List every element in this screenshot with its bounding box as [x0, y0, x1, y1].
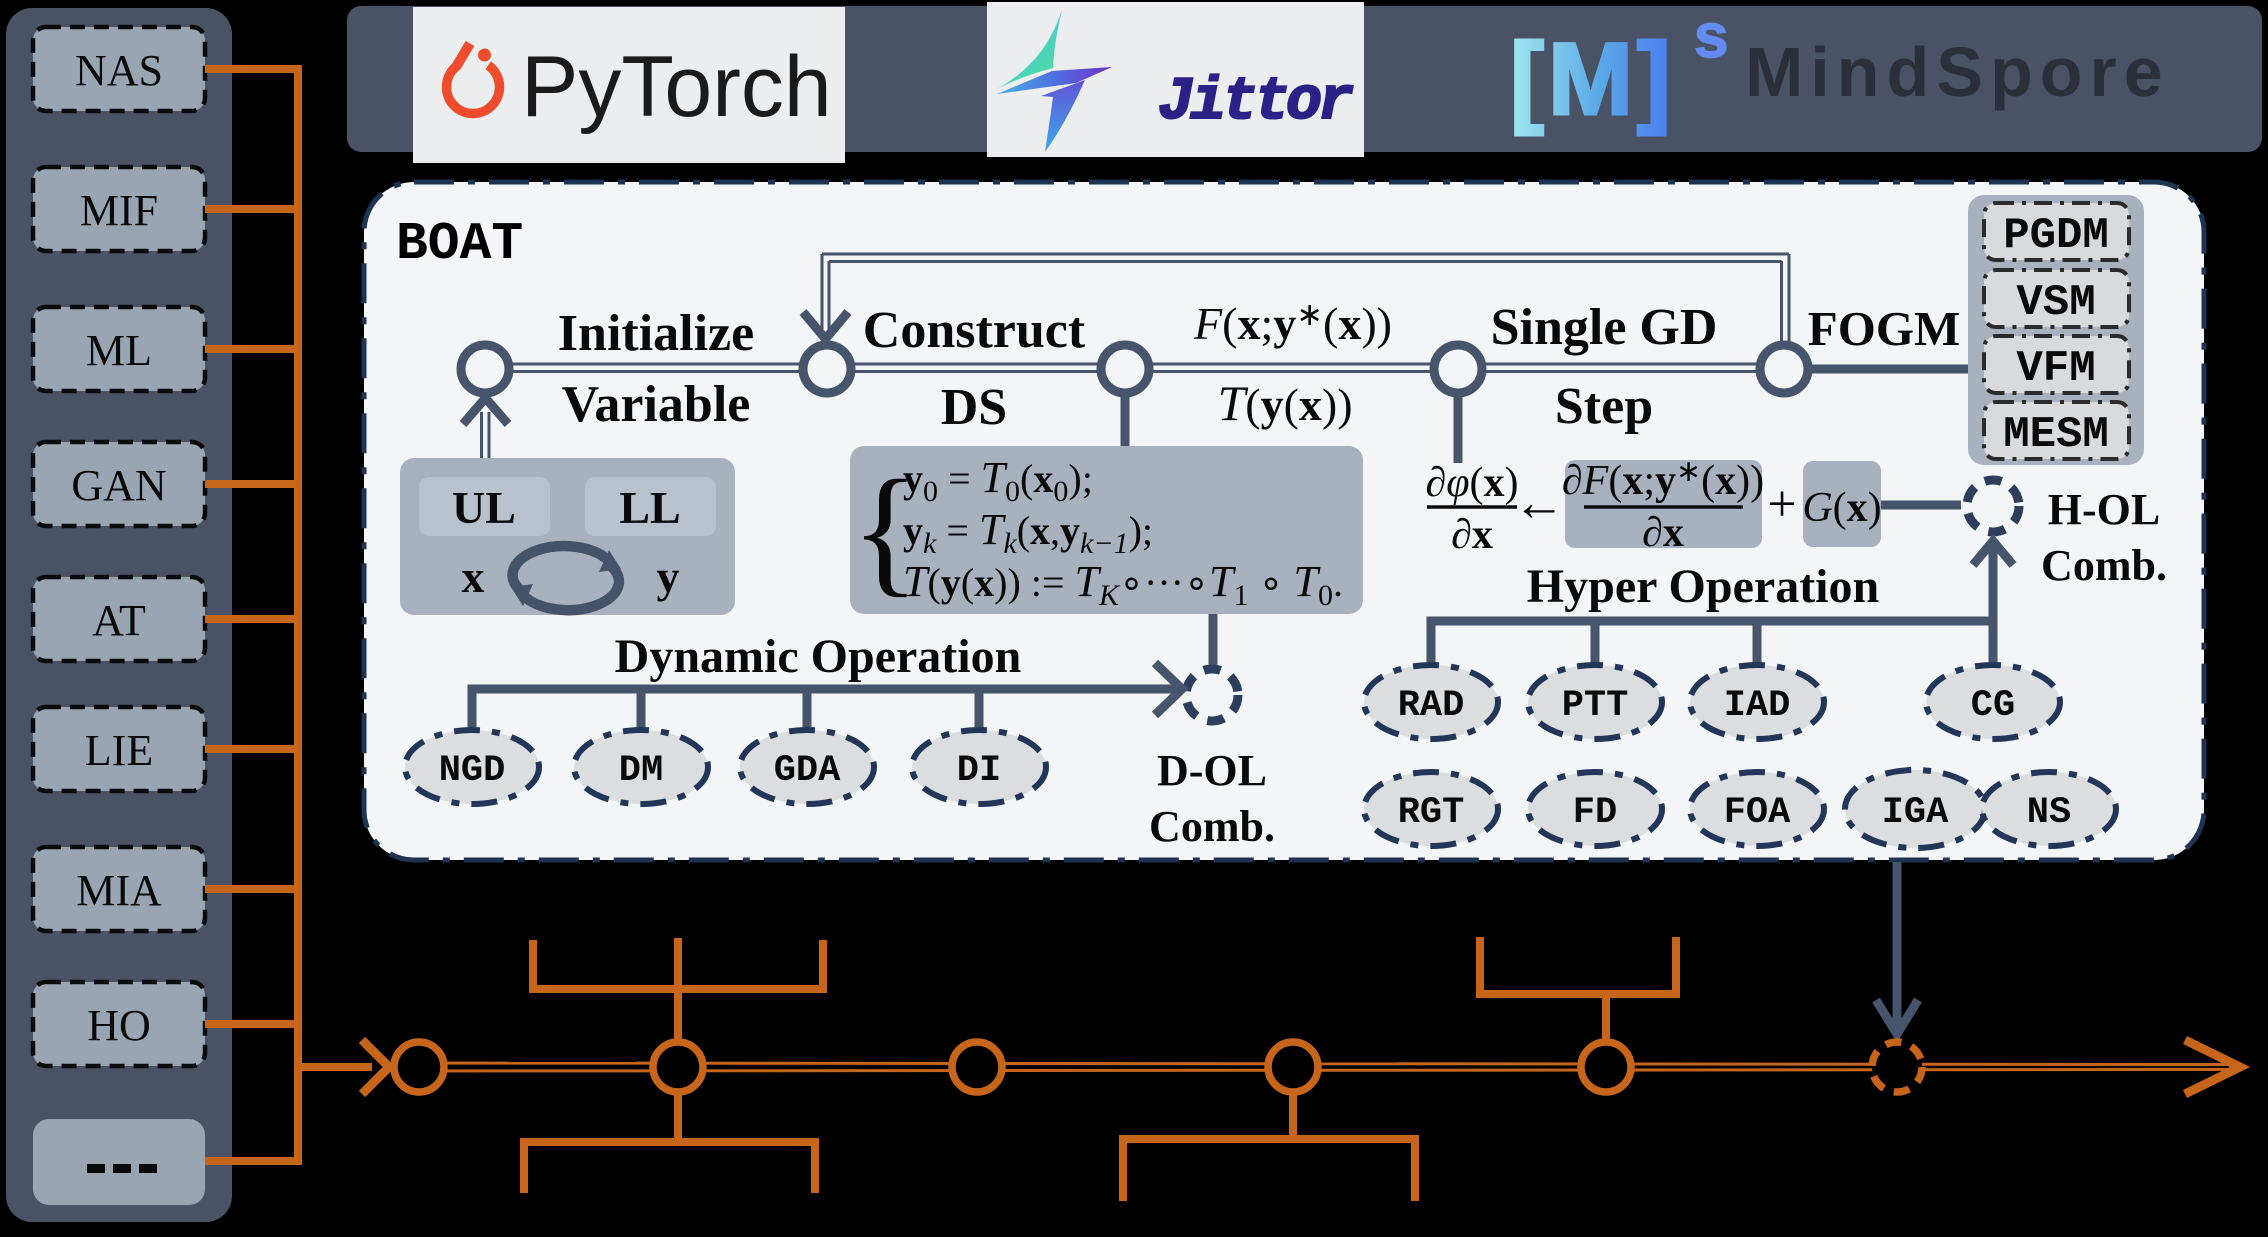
- svg-text:←: ←: [1513, 475, 1565, 532]
- svg-text:VFM: VFM: [2016, 344, 2095, 394]
- svg-text:LL: LL: [619, 482, 680, 533]
- svg-text:Variable: Variable: [562, 376, 751, 433]
- svg-text:AT: AT: [92, 596, 146, 645]
- svg-text:ML: ML: [86, 326, 152, 375]
- svg-text:BOAT: BOAT: [396, 214, 523, 274]
- svg-text:D-OL: D-OL: [1157, 746, 1267, 795]
- svg-text:GAN: GAN: [71, 461, 166, 510]
- svg-text:T(y(x)) := TK∘···∘T1 ∘ T0.: T(y(x)) := TK∘···∘T1 ∘ T0.: [903, 557, 1343, 612]
- svg-text:NS: NS: [2027, 792, 2071, 834]
- svg-text:GDA: GDA: [774, 750, 841, 792]
- svg-text:x: x: [462, 551, 485, 602]
- svg-text:Comb.: Comb.: [1149, 802, 1275, 851]
- svg-text:FD: FD: [1573, 792, 1617, 834]
- svg-text:MESM: MESM: [2003, 410, 2109, 460]
- svg-text:VSM: VSM: [2016, 278, 2095, 328]
- svg-text:Construct: Construct: [863, 302, 1086, 359]
- svg-text:NGD: NGD: [439, 750, 506, 792]
- svg-text:∂x: ∂x: [1642, 510, 1684, 556]
- svg-text:s: s: [1694, 2, 1728, 71]
- svg-text:+: +: [1767, 476, 1796, 533]
- svg-text:y: y: [657, 551, 680, 602]
- svg-text:DS: DS: [941, 379, 1007, 436]
- svg-text:DM: DM: [619, 750, 663, 792]
- svg-text:DI: DI: [957, 750, 1001, 792]
- svg-text:PyTorch: PyTorch: [521, 39, 832, 135]
- svg-text:Step: Step: [1555, 378, 1653, 435]
- svg-text:Initialize: Initialize: [558, 305, 754, 362]
- svg-text:PTT: PTT: [1562, 685, 1629, 727]
- svg-text:T(y(x)): T(y(x)): [1217, 375, 1352, 431]
- svg-text:NAS: NAS: [75, 46, 163, 95]
- svg-text:RAD: RAD: [1398, 685, 1465, 727]
- svg-text:MindSpore: MindSpore: [1745, 33, 2170, 111]
- svg-text:MIF: MIF: [80, 186, 158, 235]
- svg-text:IGA: IGA: [1882, 792, 1949, 834]
- svg-text:PGDM: PGDM: [2003, 211, 2109, 261]
- svg-text:∂φ(x): ∂φ(x): [1426, 460, 1519, 506]
- svg-text:[M]: [M]: [1510, 22, 1675, 136]
- svg-text:Hyper Operation: Hyper Operation: [1527, 560, 1879, 613]
- svg-text:FOGM: FOGM: [1808, 301, 1960, 356]
- svg-text:FOA: FOA: [1724, 792, 1791, 834]
- svg-text:yk = Tk(x,yk−1);: yk = Tk(x,yk−1);: [903, 505, 1153, 560]
- svg-text:y0 = T0(x0);: y0 = T0(x0);: [903, 453, 1093, 508]
- svg-text:IAD: IAD: [1724, 685, 1791, 727]
- svg-text:CG: CG: [1971, 685, 2015, 727]
- svg-text:LIE: LIE: [85, 726, 153, 775]
- svg-text:Jittor: Jittor: [1158, 69, 1353, 137]
- svg-text:Comb.: Comb.: [2041, 541, 2167, 590]
- svg-text:H-OL: H-OL: [2048, 485, 2160, 534]
- svg-text:HO: HO: [87, 1001, 151, 1050]
- svg-text:UL: UL: [452, 482, 516, 533]
- svg-text:F(x;y∗(x)): F(x;y∗(x)): [1193, 296, 1392, 349]
- svg-text:∂x: ∂x: [1451, 512, 1493, 558]
- svg-text:G(x): G(x): [1802, 485, 1881, 531]
- svg-text:Dynamic Operation: Dynamic Operation: [615, 630, 1022, 683]
- svg-text:MIA: MIA: [76, 866, 162, 915]
- svg-text:∂F(x;y∗(x)): ∂F(x;y∗(x)): [1562, 455, 1764, 504]
- svg-text:{: {: [851, 451, 920, 609]
- svg-text:Single GD: Single GD: [1491, 299, 1718, 356]
- svg-text:RGT: RGT: [1398, 792, 1465, 834]
